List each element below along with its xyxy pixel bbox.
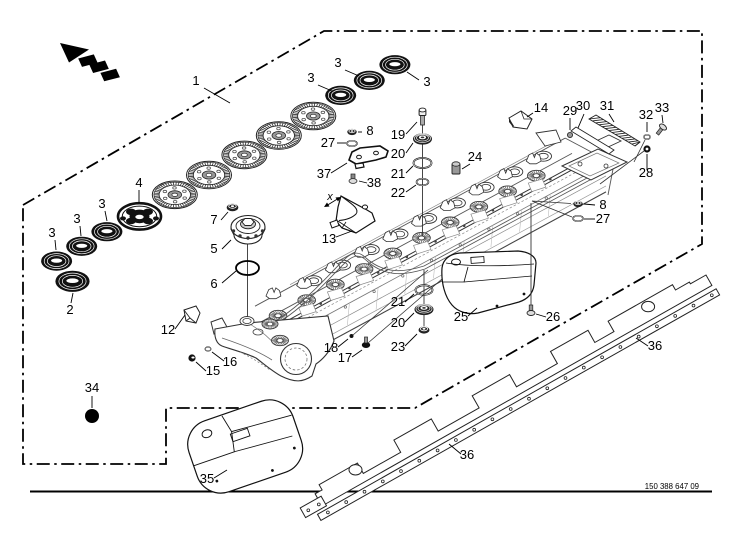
svg-text:29: 29 — [563, 103, 577, 118]
svg-text:26: 26 — [546, 309, 560, 324]
svg-text:20: 20 — [391, 146, 405, 161]
svg-text:3: 3 — [334, 55, 341, 70]
svg-text:5: 5 — [210, 241, 217, 256]
svg-text:6: 6 — [210, 276, 217, 291]
svg-text:36: 36 — [648, 338, 662, 353]
svg-text:14: 14 — [534, 100, 548, 115]
svg-text:4: 4 — [135, 175, 142, 190]
svg-text:16: 16 — [223, 354, 237, 369]
svg-text:3: 3 — [98, 196, 105, 211]
svg-text:x: x — [326, 191, 333, 203]
svg-text:2: 2 — [66, 302, 73, 317]
svg-text:31: 31 — [600, 98, 614, 113]
svg-text:3: 3 — [48, 225, 55, 240]
svg-text:8: 8 — [599, 197, 606, 212]
svg-text:3: 3 — [423, 74, 430, 89]
svg-text:22: 22 — [391, 185, 405, 200]
svg-text:8: 8 — [366, 123, 373, 138]
svg-text:28: 28 — [639, 165, 653, 180]
svg-text:1: 1 — [192, 73, 199, 88]
svg-text:37: 37 — [317, 166, 331, 181]
svg-text:25: 25 — [454, 309, 468, 324]
svg-text:21: 21 — [391, 166, 405, 181]
svg-text:27: 27 — [596, 211, 610, 226]
svg-text:24: 24 — [468, 149, 482, 164]
svg-text:15: 15 — [206, 363, 220, 378]
svg-text:23: 23 — [391, 339, 405, 354]
svg-text:33: 33 — [655, 100, 669, 115]
svg-text:7: 7 — [210, 212, 217, 227]
svg-text:27: 27 — [321, 135, 335, 150]
svg-text:32: 32 — [639, 107, 653, 122]
svg-text:34: 34 — [85, 380, 99, 395]
svg-text:35: 35 — [200, 471, 214, 486]
svg-text:12: 12 — [161, 322, 175, 337]
svg-text:21: 21 — [391, 294, 405, 309]
svg-text:13: 13 — [322, 231, 336, 246]
svg-text:150 388 647 09: 150 388 647 09 — [645, 482, 699, 491]
svg-text:18: 18 — [324, 340, 338, 355]
svg-text:19: 19 — [391, 127, 405, 142]
svg-text:3: 3 — [73, 211, 80, 226]
svg-text:30: 30 — [576, 98, 590, 113]
svg-text:38: 38 — [367, 175, 381, 190]
svg-text:36: 36 — [460, 447, 474, 462]
svg-text:17: 17 — [338, 350, 352, 365]
svg-text:20: 20 — [391, 315, 405, 330]
svg-text:3: 3 — [307, 70, 314, 85]
